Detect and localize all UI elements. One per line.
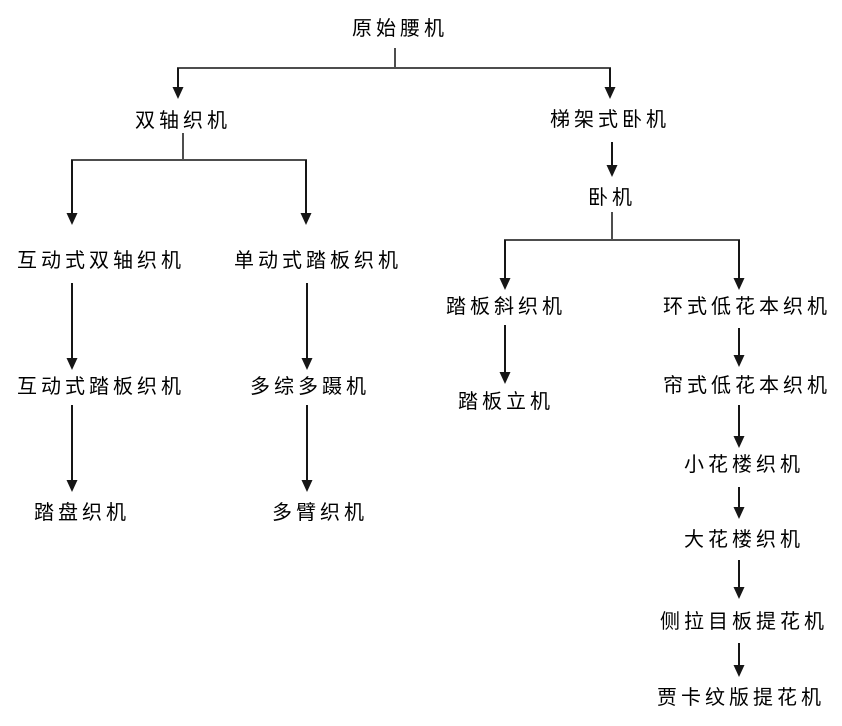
edge-shuangzhou-to-dandongshi-taban <box>300 160 312 225</box>
edge-dandongshi-taban-to-duozong-duonie <box>301 283 313 370</box>
node-woji: 卧机 <box>588 187 636 209</box>
edge-xiaohualou-to-dahualou <box>733 487 745 519</box>
node-hudongshi-shuangzhou-zhiji: 互动式双轴织机 <box>17 250 185 272</box>
node-taban-liji: 踏板立机 <box>458 391 554 413</box>
edge-lianshi-to-xiaohualou <box>733 405 745 448</box>
edge-woji-to-huanshi-dihuaben <box>733 240 745 290</box>
node-tapan-zhiji: 踏盘织机 <box>34 502 130 524</box>
edge-root-to-shuangzhou-zhiji <box>172 68 184 99</box>
node-dahualou-zhiji: 大花楼织机 <box>684 529 804 551</box>
node-huanshi-dihuaben-zhiji: 环式低花本织机 <box>663 296 831 318</box>
edge-cela-muban-to-jiaka-wenban <box>733 643 745 677</box>
node-taban-xie-zhiji: 踏板斜织机 <box>446 296 566 318</box>
edge-shuangzhou-to-hudongshi-shuangzhou <box>66 160 78 225</box>
edge-dahualou-to-cela-muban <box>733 560 745 599</box>
node-shuangzhou-zhiji: 双轴织机 <box>135 110 231 132</box>
edge-woji-to-taban-xie <box>499 240 511 290</box>
edge-tijiashi-woji-to-woji <box>606 142 618 177</box>
edge-root-to-tijiashi-woji <box>604 68 616 99</box>
node-cela-muban-tihuaji: 侧拉目板提花机 <box>660 611 828 633</box>
node-xiaohualou-zhiji: 小花楼织机 <box>684 454 804 476</box>
node-lianshi-dihuaben-zhiji: 帘式低花本织机 <box>663 375 831 397</box>
node-duobi-zhiji: 多臂织机 <box>272 502 368 524</box>
edge-duozong-duonie-to-duobi <box>301 405 313 492</box>
node-yuanshi-yaoji: 原始腰机 <box>352 18 448 40</box>
node-dandongshi-taban-zhiji: 单动式踏板织机 <box>234 250 402 272</box>
node-duozong-duonie-ji: 多综多蹑机 <box>250 376 370 398</box>
node-hudongshi-taban-zhiji: 互动式踏板织机 <box>17 376 185 398</box>
edge-hudongshi-taban-to-tapan <box>66 405 78 492</box>
node-jiaka-wenban-tihuaji: 贾卡纹版提花机 <box>657 687 825 709</box>
edge-huanshi-to-lianshi <box>733 328 745 367</box>
node-tijiashi-woji: 梯架式卧机 <box>550 109 670 131</box>
edge-taban-xie-to-taban-li <box>499 325 511 384</box>
edge-hudongshi-shuangzhou-to-hudongshi-taban <box>66 283 78 370</box>
